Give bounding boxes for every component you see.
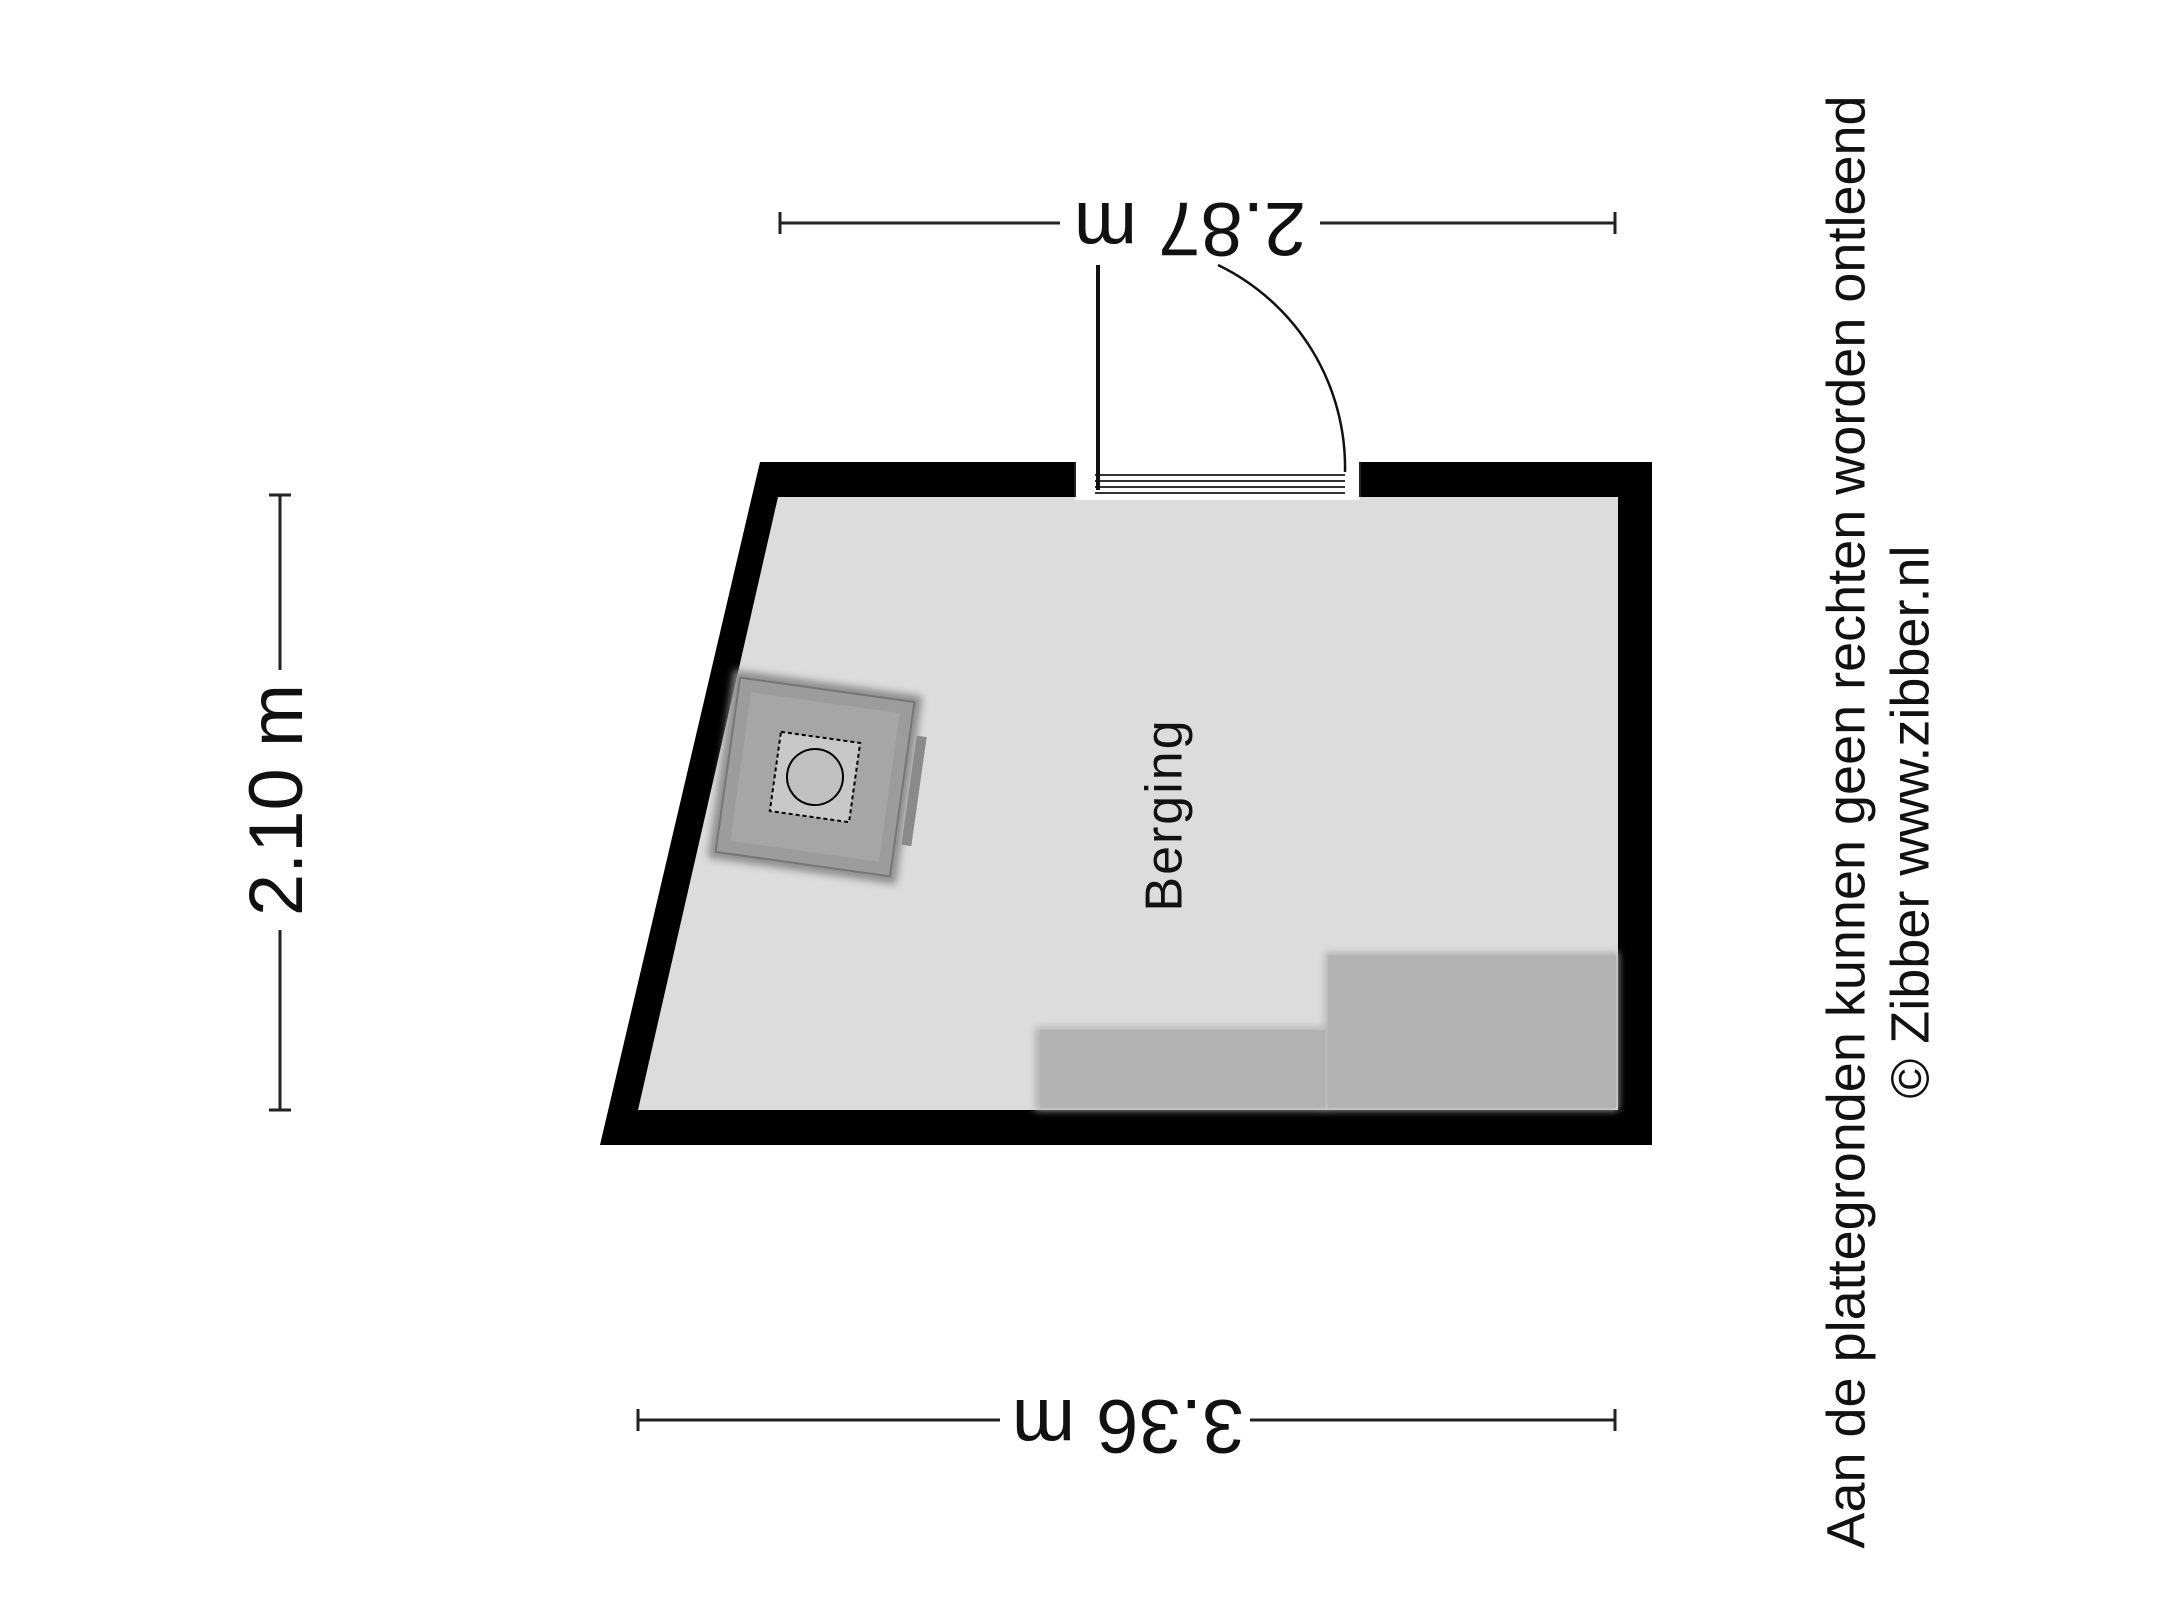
left-dimension-label: 2.10 m <box>234 684 319 916</box>
disclaimer-line-2: © Zibber www.zibber.nl <box>1880 546 1940 1099</box>
top-dimension-label: 2.87 m <box>1074 186 1306 271</box>
room-label: Berging <box>1136 718 1194 911</box>
door <box>1074 263 1361 500</box>
left-dimension: 2.10 m <box>234 493 319 1112</box>
disclaimer-line-1: Aan de plattegronden kunnen geen rechten… <box>1816 95 1876 1548</box>
bottom-dimension: 3.36 m <box>636 1383 1617 1468</box>
washing-machine-icon <box>707 669 927 885</box>
disclaimer: Aan de plattegronden kunnen geen rechten… <box>1816 95 1940 1548</box>
storage-fixture <box>1035 952 1618 1110</box>
door-swing-arc <box>1217 263 1347 473</box>
bottom-dimension-label: 3.36 m <box>1012 1383 1244 1468</box>
top-dimension: 2.87 m <box>778 186 1617 271</box>
